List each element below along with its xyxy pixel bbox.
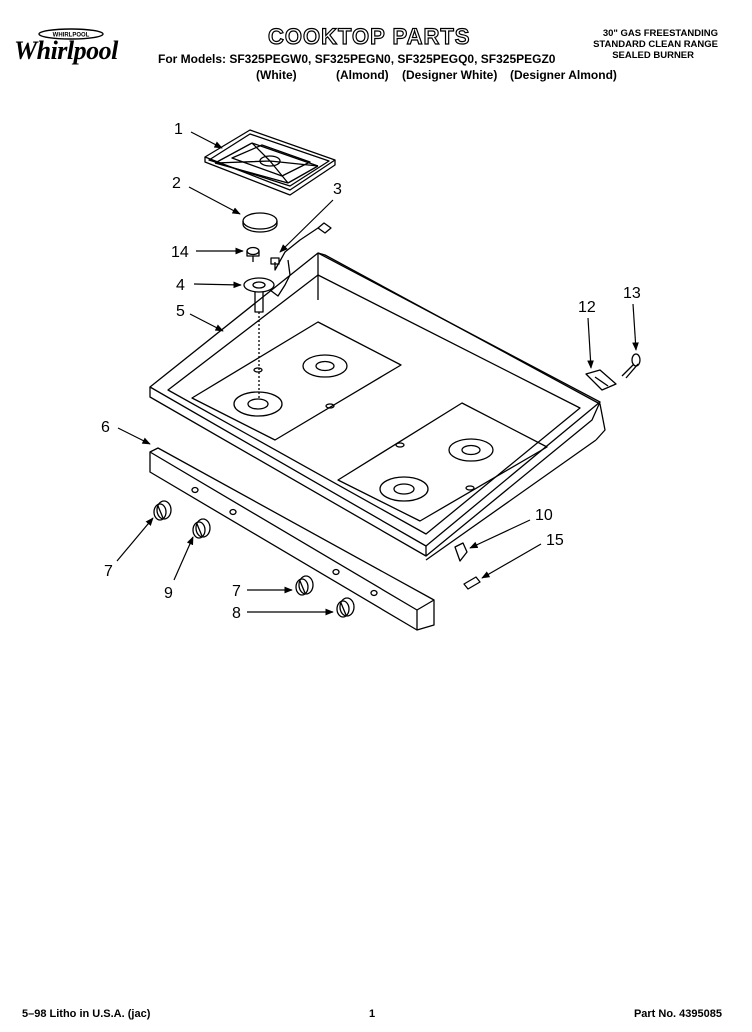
callout-5: 5 xyxy=(176,303,185,320)
callout-7-right: 7 xyxy=(232,583,241,600)
callout-13: 13 xyxy=(623,285,641,302)
page-title: COOKTOP PARTS xyxy=(267,23,471,49)
logo-badge-icon: WHIRLPOOL xyxy=(38,28,104,40)
callout-6: 6 xyxy=(101,419,110,436)
color-label-designer-white: (Designer White) xyxy=(402,68,498,82)
electrode-wire-part xyxy=(270,222,332,271)
clip-part-12 xyxy=(585,369,617,391)
callout-12: 12 xyxy=(578,299,596,316)
spec-line-3: SEALED BURNER xyxy=(612,50,694,61)
callout-1: 1 xyxy=(174,121,183,138)
logo-badge-text: WHIRLPOOL xyxy=(53,33,90,39)
color-label-white: (White) xyxy=(256,68,297,82)
callout-10: 10 xyxy=(535,507,553,524)
burner-base-part xyxy=(243,259,291,400)
callout-8: 8 xyxy=(232,605,241,622)
screw-part-15 xyxy=(463,576,481,590)
bolt-part-13 xyxy=(621,353,641,379)
logo-wordmark: Whirlpool xyxy=(14,36,118,65)
callout-7-left: 7 xyxy=(104,563,113,580)
callout-9: 9 xyxy=(164,585,173,602)
knob-top-left xyxy=(153,500,172,521)
whirlpool-logo: WHIRLPOOL Whirlpool xyxy=(14,28,154,72)
callout-numbers: 1 2 3 14 4 5 12 13 6 10 15 7 9 7 8 xyxy=(101,121,641,622)
color-label-designer-almond: (Designer Almond) xyxy=(510,68,617,82)
color-label-almond: (Almond) xyxy=(336,68,389,82)
callout-14: 14 xyxy=(171,244,189,261)
burner-cap-part xyxy=(242,212,278,233)
callout-3: 3 xyxy=(333,181,342,198)
litho-note: 5–98 Litho in U.S.A. (jac) xyxy=(22,1008,151,1020)
knob-bottom-right xyxy=(336,597,355,618)
part-number: Part No. 4395085 xyxy=(633,1008,722,1020)
page-number: 1 xyxy=(369,1008,376,1020)
cooktop-parts-diagram: 1 2 3 14 4 5 12 13 6 10 15 7 9 7 8 xyxy=(101,121,641,631)
knob-bottom-left xyxy=(192,518,211,539)
spec-line-1: 30" GAS FREESTANDING xyxy=(602,28,718,39)
callout-4: 4 xyxy=(176,277,185,294)
callout-2: 2 xyxy=(172,175,181,192)
spec-line-2: STANDARD CLEAN RANGE xyxy=(593,39,718,50)
bracket-part-10 xyxy=(454,542,468,562)
burner-grate-part xyxy=(204,129,336,196)
control-panel-part xyxy=(149,447,435,631)
models-line: For Models: SF325PEGW0, SF325PEGN0, SF32… xyxy=(158,52,556,66)
cooktop-main-part xyxy=(149,252,606,561)
screw-part xyxy=(246,246,260,262)
callout-15: 15 xyxy=(546,532,564,549)
leader-arrows xyxy=(116,131,639,616)
knob-top-right xyxy=(295,575,314,596)
